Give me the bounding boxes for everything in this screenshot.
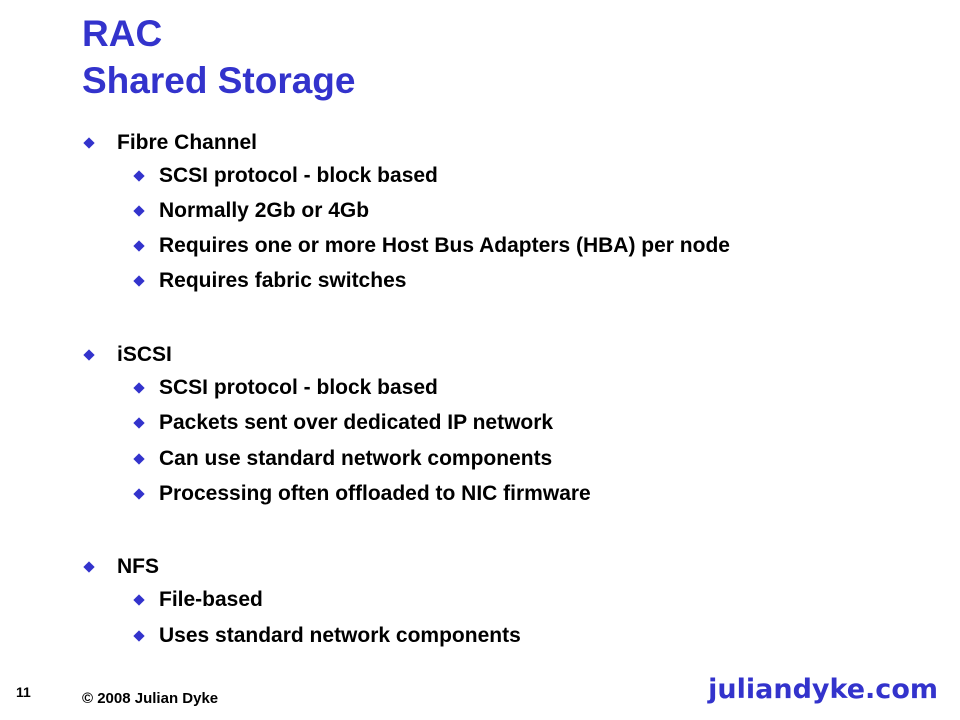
- section-heading-fibre-channel: Fibre Channel: [117, 131, 258, 154]
- copyright-text: © 2008 Julian Dyke: [82, 690, 219, 707]
- diamond-bullet-icon: [133, 275, 145, 287]
- list-item: Normally 2Gb or 4Gb: [159, 199, 370, 222]
- list-item: Packets sent over dedicated IP network: [159, 411, 554, 434]
- list-item: Processing often offloaded to NIC firmwa…: [159, 482, 591, 505]
- diamond-bullet-icon: [133, 453, 145, 465]
- diamond-bullet-icon: [133, 382, 145, 394]
- diamond-bullet-icon: [133, 630, 145, 642]
- diamond-bullet-icon: [133, 488, 145, 500]
- diamond-bullet-icon: [133, 170, 145, 182]
- diamond-bullet-icon: [133, 205, 145, 217]
- list-item: SCSI protocol - block based: [159, 376, 438, 399]
- diamond-bullet-icon: [83, 349, 95, 361]
- list-item: Can use standard network components: [159, 447, 553, 470]
- slide-title: RAC Shared Storage: [82, 10, 355, 104]
- diamond-bullet-icon: [133, 417, 145, 429]
- list-item: Requires one or more Host Bus Adapters (…: [159, 234, 730, 257]
- list-item: File-based: [159, 588, 263, 611]
- list-item: SCSI protocol - block based: [159, 164, 438, 187]
- diamond-bullet-icon: [133, 594, 145, 606]
- diamond-bullet-icon: [133, 240, 145, 252]
- list-item: Requires fabric switches: [159, 269, 407, 292]
- page-number: 11: [16, 684, 31, 700]
- diamond-bullet-icon: [83, 561, 95, 573]
- list-item: Uses standard network components: [159, 624, 521, 647]
- slide-title-line-2: Shared Storage: [82, 60, 356, 101]
- diamond-bullet-icon: [83, 137, 95, 149]
- slide-title-line-1: RAC: [82, 13, 163, 54]
- section-heading-iscsi: iSCSI: [117, 343, 172, 366]
- site-logo: juliandyke.com: [708, 674, 938, 705]
- section-heading-nfs: NFS: [117, 555, 159, 578]
